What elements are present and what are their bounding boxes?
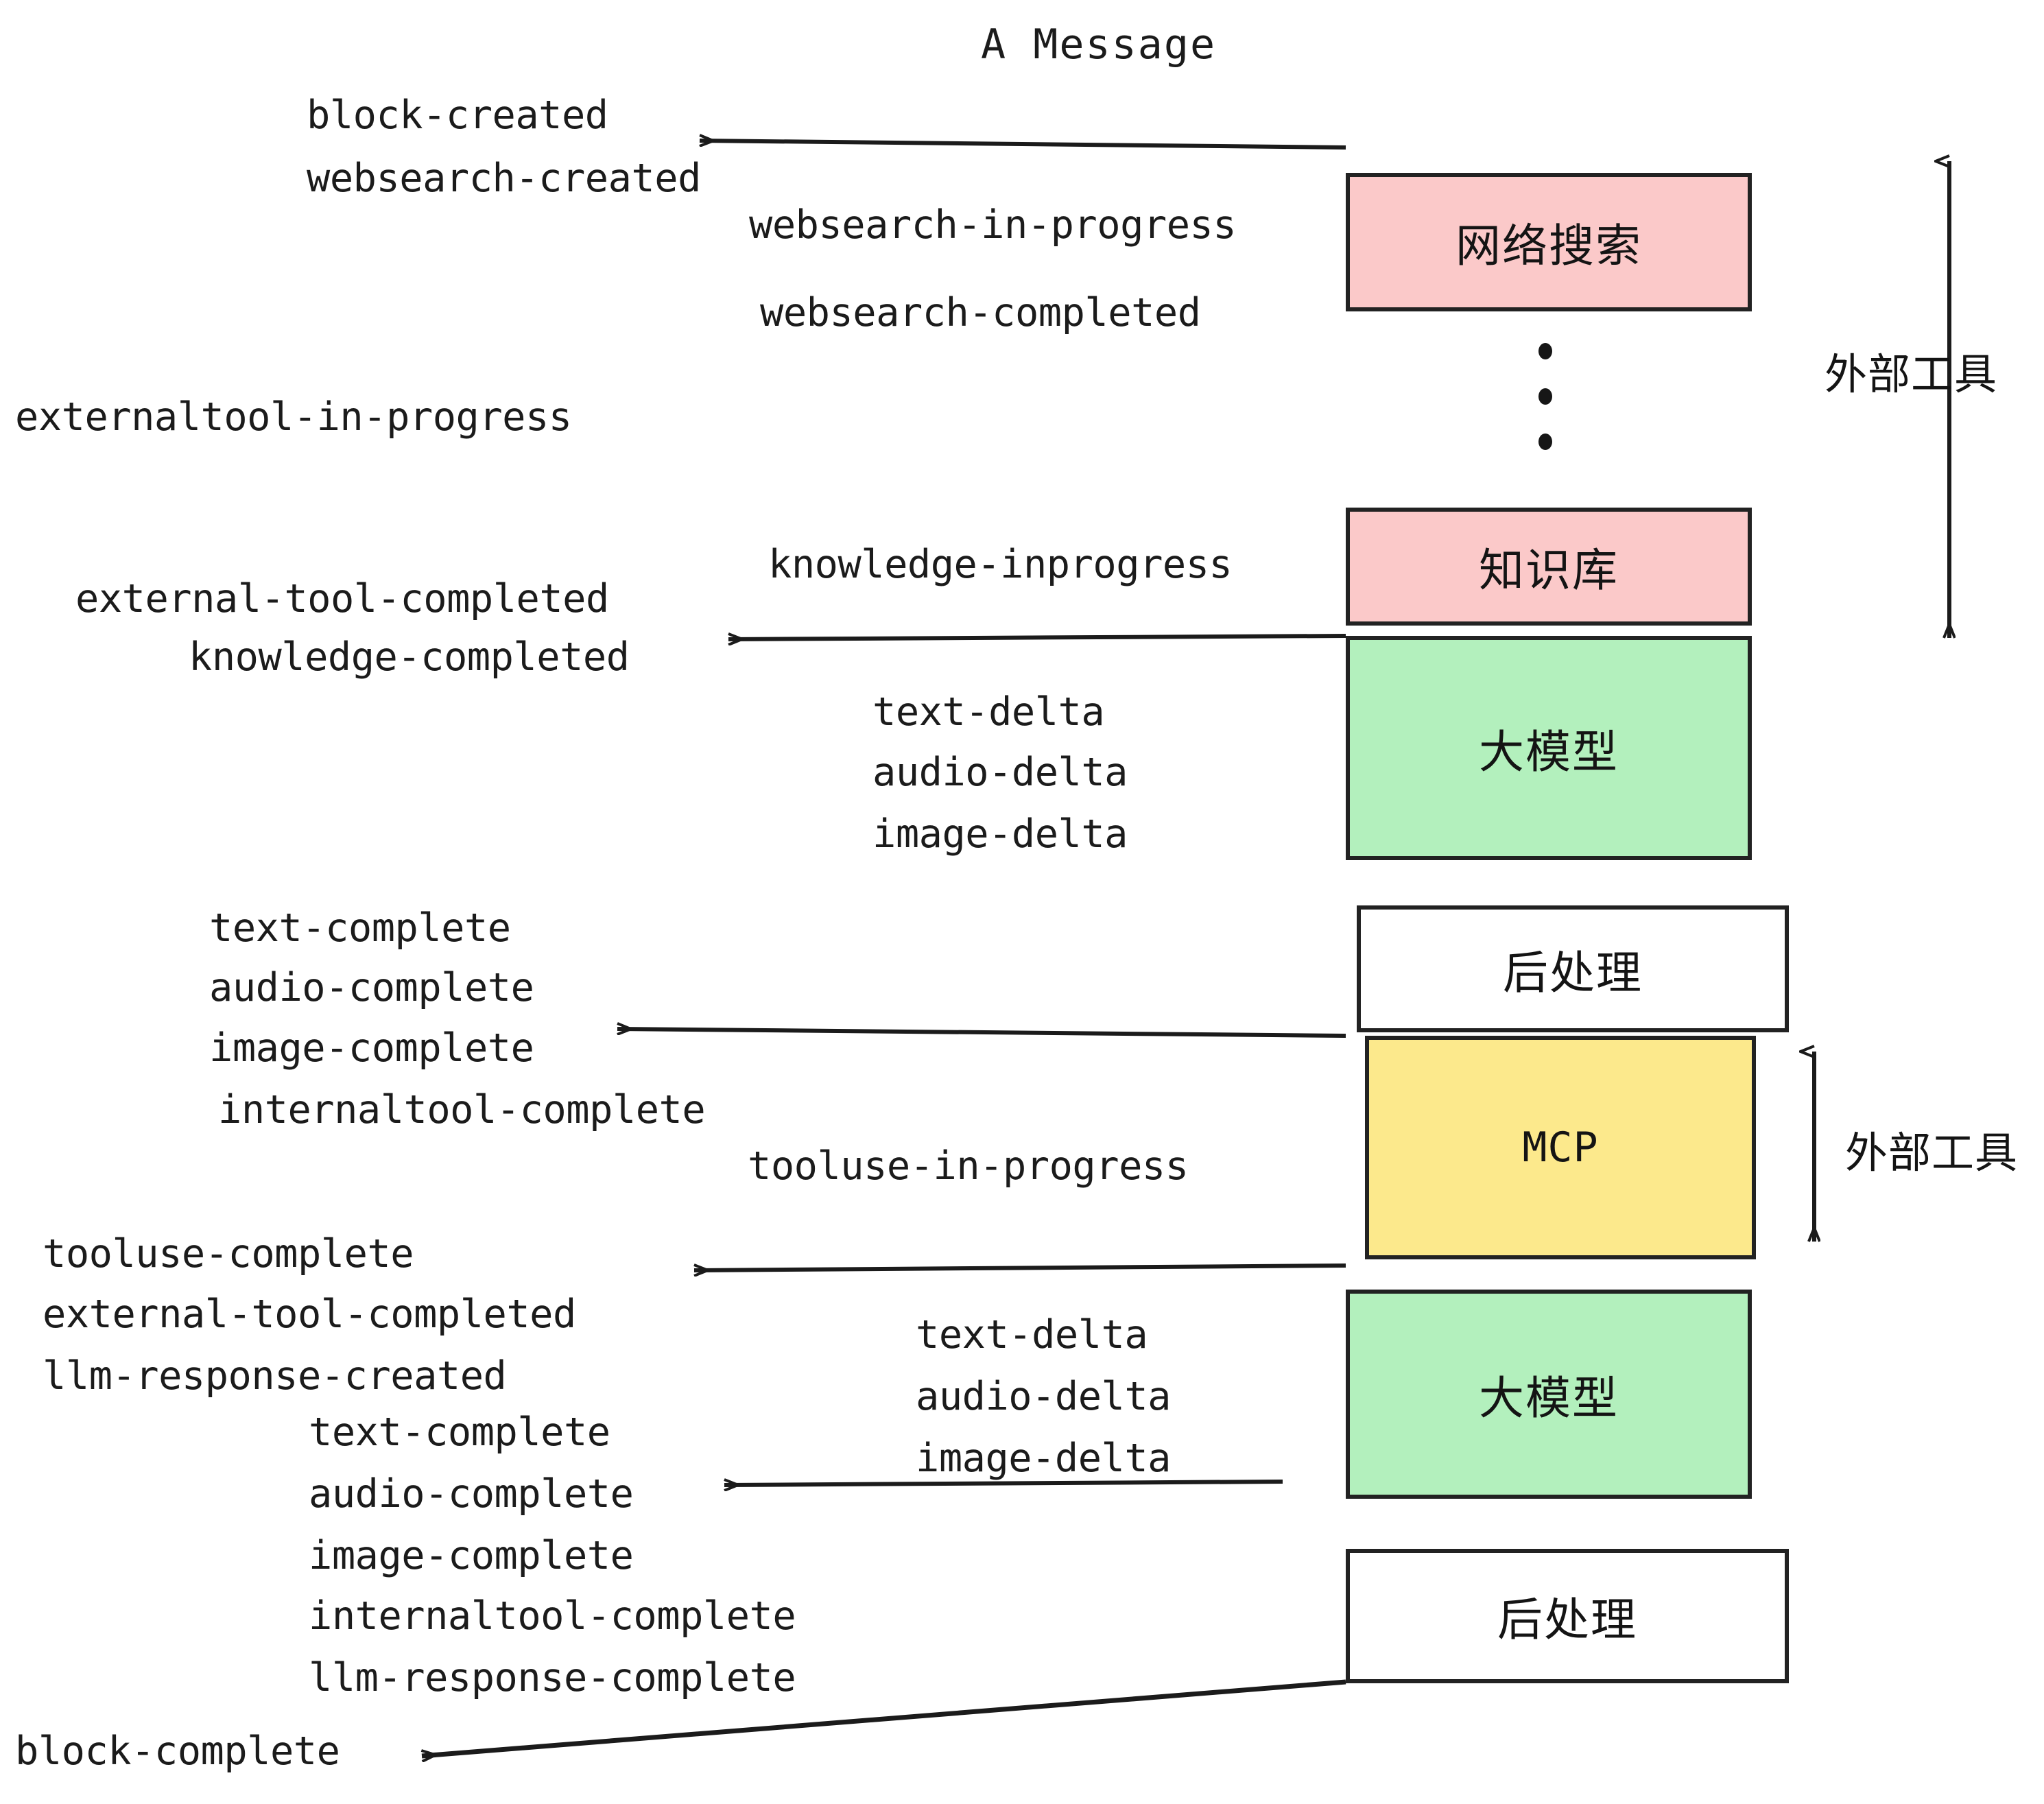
event-internaltool-complete-2: internaltool-complete <box>309 1593 796 1639</box>
event-image-delta-2: image-delta <box>916 1436 1172 1481</box>
event-image-complete-2: image-complete <box>309 1533 634 1578</box>
node-knowledgebase[interactable]: 知识库 <box>1346 508 1752 626</box>
side-label-external-tools-bottom: 外部工具 <box>1845 1128 2019 1178</box>
node-postprocess-2-label: 后处理 <box>1497 1593 1637 1646</box>
node-llm-2[interactable]: 大模型 <box>1346 1290 1752 1499</box>
event-websearch-completed: websearch-completed <box>760 290 1201 335</box>
node-postprocess-2[interactable]: 后处理 <box>1346 1549 1789 1683</box>
vertical-ellipsis <box>1538 343 1552 479</box>
arrow-websearch-to-block-created <box>700 141 1346 150</box>
event-text-delta-2: text-delta <box>916 1312 1148 1357</box>
event-audio-complete-2: audio-complete <box>309 1471 634 1517</box>
event-block-created: block-created <box>307 93 608 138</box>
arrow-llm2-to-audio-complete <box>724 1482 1283 1485</box>
arrow-llm1-to-knowledge-completed <box>728 636 1346 639</box>
event-websearch-in-progress: websearch-in-progress <box>749 202 1237 248</box>
event-internaltool-complete-1: internaltool-complete <box>218 1087 706 1132</box>
event-audio-complete-1: audio-complete <box>209 965 534 1010</box>
event-image-complete-1: image-complete <box>209 1025 534 1071</box>
event-tooluse-complete: tooluse-complete <box>43 1231 414 1277</box>
arrow-mcp-to-image-complete <box>617 1029 1346 1038</box>
event-tooluse-in-progress: tooluse-in-progress <box>748 1143 1189 1189</box>
node-websearch[interactable]: 网络搜索 <box>1346 173 1752 311</box>
node-llm-1-label: 大模型 <box>1479 725 1619 779</box>
node-llm-1[interactable]: 大模型 <box>1346 636 1752 860</box>
node-mcp[interactable]: MCP <box>1365 1036 1756 1259</box>
side-label-external-tools-top: 外部工具 <box>1825 349 1998 399</box>
node-postprocess-1[interactable]: 后处理 <box>1357 905 1789 1032</box>
event-text-complete-1: text-complete <box>209 905 511 951</box>
event-text-complete-2: text-complete <box>309 1410 610 1455</box>
event-text-delta-1: text-delta <box>872 689 1105 735</box>
node-llm-2-label: 大模型 <box>1479 1371 1619 1425</box>
arrow-llm2-to-tooluse-complete <box>694 1263 1346 1270</box>
event-external-tool-completed-2: external-tool-completed <box>43 1292 576 1337</box>
event-external-tool-completed-1: external-tool-completed <box>75 576 609 621</box>
event-websearch-created: websearch-created <box>307 156 701 201</box>
node-postprocess-1-label: 后处理 <box>1503 946 1643 999</box>
node-websearch-label: 网络搜索 <box>1455 219 1642 272</box>
event-llm-response-complete: llm-response-complete <box>309 1655 796 1700</box>
event-externaltool-in-progress: externaltool-in-progress <box>15 394 572 440</box>
event-knowledge-inprogress: knowledge-inprogress <box>768 542 1233 587</box>
event-llm-response-created: llm-response-created <box>43 1353 507 1399</box>
page-title: A Message <box>981 21 1217 69</box>
event-audio-delta-1: audio-delta <box>872 750 1128 795</box>
event-knowledge-completed: knowledge-completed <box>189 634 630 680</box>
event-block-complete: block-complete <box>15 1729 340 1774</box>
node-knowledgebase-label: 知识库 <box>1479 544 1619 597</box>
event-audio-delta-2: audio-delta <box>916 1374 1172 1419</box>
node-mcp-label: MCP <box>1522 1124 1599 1172</box>
event-image-delta-1: image-delta <box>872 811 1128 857</box>
